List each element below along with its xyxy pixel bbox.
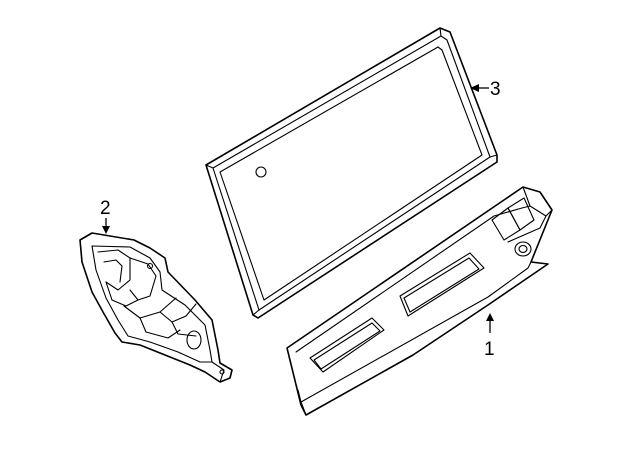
bracket-hole: [146, 262, 154, 270]
trim-circle-outer: [514, 241, 532, 257]
bracket-tab-hole: [219, 369, 225, 375]
arrow-icon: [470, 84, 479, 92]
rear-window-glass: [205, 27, 498, 319]
callout-label-1: 1: [484, 339, 495, 360]
trim-panel: [286, 186, 553, 416]
bracket-oval: [186, 330, 202, 350]
sensor-circle: [255, 166, 267, 178]
callout-1: 1: [484, 313, 495, 360]
arrow-icon: [102, 226, 110, 234]
arrow-icon: [486, 313, 494, 321]
callout-2: 2: [100, 198, 111, 234]
trim-circle-inner: [518, 244, 528, 254]
side-bracket: [79, 232, 233, 383]
callout-label-3: 3: [490, 79, 501, 100]
callout-3: 3: [470, 79, 501, 100]
callout-label-2: 2: [100, 198, 111, 219]
